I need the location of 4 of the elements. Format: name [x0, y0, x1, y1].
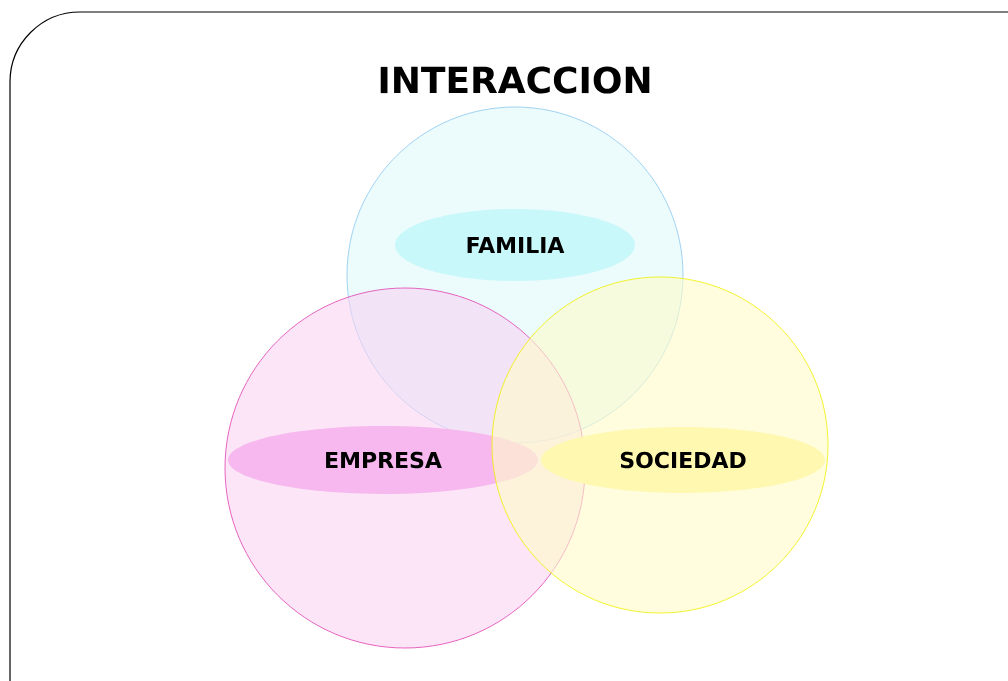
- title: INTERACCION: [380, 66, 650, 94]
- sphere: EMPRESA: [224, 287, 586, 649]
- sphere: FAMILIA: [346, 106, 684, 444]
- sphere: SOCIEDAD: [491, 276, 829, 614]
